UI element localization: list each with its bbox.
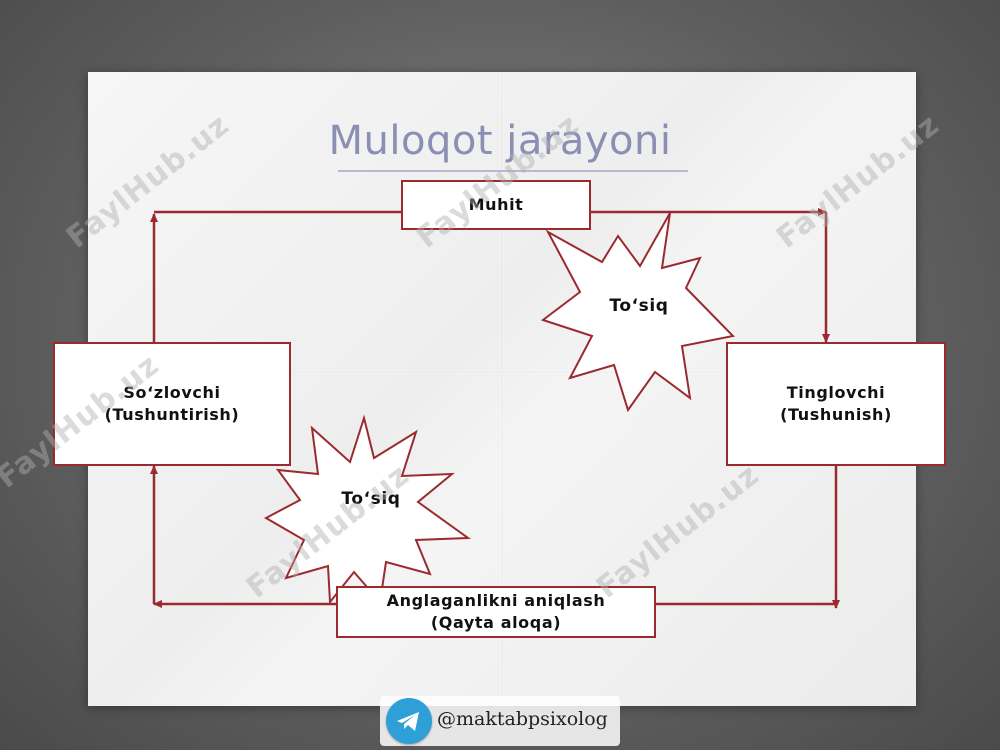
page-title: Muloqot jarayoni bbox=[328, 118, 672, 164]
title-underline bbox=[338, 170, 688, 172]
barrier-burst-1 bbox=[540, 212, 736, 413]
telegram-handle[interactable]: @maktabpsixolog bbox=[437, 708, 608, 730]
barrier-label-1: To‘siq bbox=[609, 296, 669, 316]
barrier-label-2: To‘siq bbox=[341, 489, 401, 509]
barrier-burst-2 bbox=[263, 414, 471, 605]
node-listener: Tinglovchi (Tushunish) bbox=[726, 342, 946, 466]
node-feedback: Anglaganlikni aniqlash (Qayta aloqa) bbox=[336, 586, 656, 638]
paper-fold-horizontal bbox=[88, 372, 916, 374]
node-muhit: Muhit bbox=[401, 180, 591, 230]
node-speaker: So‘zlovchi (Tushuntirish) bbox=[53, 342, 291, 466]
telegram-icon[interactable] bbox=[386, 698, 432, 744]
paper-fold-vertical bbox=[502, 72, 504, 706]
